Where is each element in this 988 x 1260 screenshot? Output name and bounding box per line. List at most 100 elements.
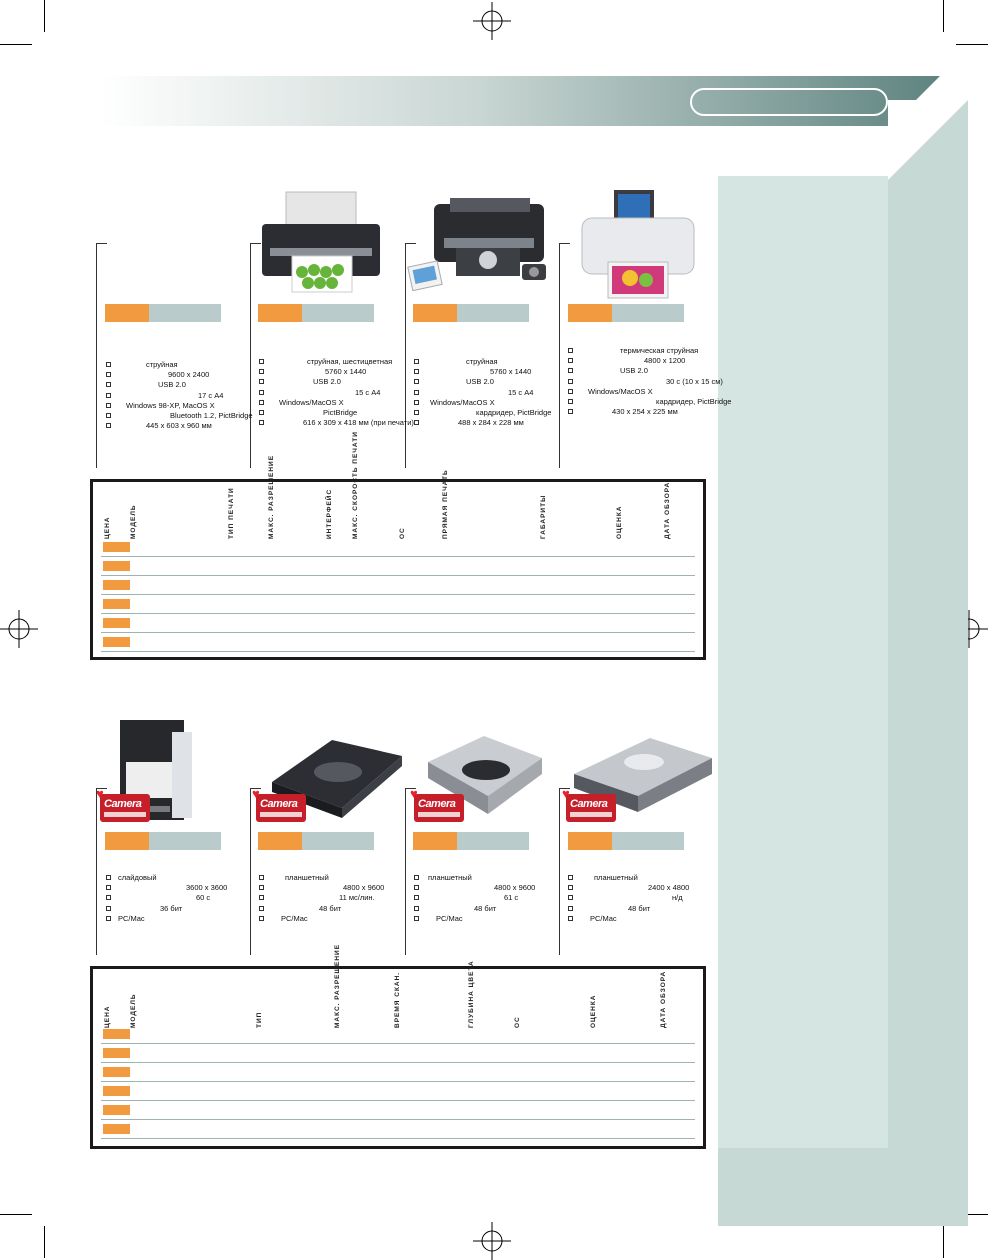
checkbox-bullet [568, 915, 573, 921]
heart-icon: ♥ [96, 786, 104, 801]
table-row [101, 1025, 695, 1044]
spec-row: USB 2.0 [106, 380, 246, 390]
spec-row: Windows 98-XP, MacOS X [106, 401, 246, 411]
spec-value: кардридер, PictBridge [476, 407, 552, 417]
checkbox-bullet [568, 885, 573, 891]
table-header-cell: ГЛУБИНА ЦВЕТА [468, 960, 475, 1028]
spec-value: 445 x 603 x 960 мм [146, 421, 212, 431]
spec-value: PC/Mac [118, 913, 145, 923]
checkbox-bullet [259, 399, 264, 405]
spec-value: Windows/MacOS X [279, 397, 344, 407]
checkbox-bullet [568, 895, 573, 901]
checkbox-bullet [106, 402, 111, 408]
checkbox-bullet [568, 348, 573, 353]
price-chip [103, 599, 130, 609]
price-chip [103, 1048, 130, 1058]
checkbox-bullet [106, 915, 111, 921]
spec-row: Windows/MacOS X [568, 387, 716, 397]
checkbox-bullet [568, 388, 573, 394]
spec-value: планшетный [285, 873, 329, 882]
spec-row: струйная [414, 357, 554, 367]
spec-row: струйная [106, 360, 246, 370]
sidebar-panel [718, 176, 888, 1148]
checkbox-bullet [414, 389, 419, 395]
price-bar [568, 832, 684, 850]
checkbox-bullet [414, 875, 419, 880]
spec-value: слайдовый [118, 873, 157, 882]
checkbox-bullet [106, 885, 111, 891]
registration-mark-top [473, 2, 511, 40]
checkbox-bullet [106, 423, 111, 429]
table-header-cell: МАКС. РАЗРЕШЕНИЕ [334, 943, 341, 1028]
checkbox-bullet [568, 358, 573, 364]
checkbox-bullet [259, 369, 264, 375]
table-header-cell: ПРЯМАЯ ПЕЧАТЬ [442, 469, 449, 539]
spec-row: 48 бит [568, 904, 716, 914]
spec-row: USB 2.0 [568, 366, 716, 376]
spec-value: PC/Mac [436, 913, 463, 923]
spec-row: 17 с A4 [106, 391, 246, 401]
checkbox-bullet [568, 368, 573, 374]
checkbox-bullet [106, 905, 111, 911]
table-header-cell: ГАБАРИТЫ [540, 494, 547, 539]
checkbox-bullet [414, 369, 419, 375]
checkbox-bullet [259, 905, 264, 911]
product-bracket [405, 788, 416, 955]
checkbox-bullet [414, 420, 419, 426]
price-bar [413, 832, 529, 850]
printer-photo-2 [262, 191, 380, 293]
spec-value: PictBridge [323, 407, 358, 417]
table-header-cell: ТИП ПЕЧАТИ [228, 487, 235, 539]
table-row [101, 633, 695, 652]
spec-row: PictBridge [259, 408, 407, 418]
spec-row: 445 x 603 x 960 мм [106, 421, 246, 431]
scanner-photo-2 [272, 740, 402, 818]
checkbox-bullet [414, 905, 419, 911]
spec-row: PC/Mac [106, 914, 246, 924]
spec-row: Bluetooth 1.2, PictBridge [106, 411, 253, 421]
spec-value: кардридер, PictBridge [656, 396, 732, 406]
spec-row: планшетный [259, 873, 407, 883]
spec-value: 48 бит [628, 903, 651, 913]
spec-value: 488 x 284 x 228 мм [458, 418, 524, 428]
checkbox-bullet [106, 412, 111, 418]
spec-row: 15 с A4 [259, 388, 407, 398]
spec-value: 2400 x 4800 [648, 883, 690, 893]
table-header-cell: ОЦЕНКА [616, 505, 623, 540]
checkbox-bullet [414, 409, 419, 415]
price-chip [103, 561, 130, 571]
spec-value: USB 2.0 [158, 380, 186, 390]
price-bar [105, 304, 221, 322]
table-header-cell: МАКС. РАЗРЕШЕНИЕ [268, 454, 275, 539]
spec-row: 4800 x 1200 [568, 356, 716, 366]
spec-value: 15 с A4 [508, 387, 534, 397]
table-row [101, 538, 695, 557]
spec-value: 5760 x 1440 [325, 367, 367, 377]
spec-row: 488 x 284 x 228 мм [414, 418, 554, 428]
spec-value: 15 с A4 [355, 387, 381, 397]
checkbox-bullet [259, 359, 264, 364]
spec-row: кардридер, PictBridge [414, 408, 554, 418]
spec-value: Windows/MacOS X [588, 386, 653, 396]
table-header-cell: ОЦЕНКА [590, 994, 597, 1029]
spec-value: Windows 98-XP, MacOS X [126, 400, 215, 410]
spec-row: 430 x 254 x 225 мм [568, 407, 716, 417]
spec-value: USB 2.0 [313, 377, 341, 387]
checkbox-bullet [414, 399, 419, 405]
spec-row: 5760 x 1440 [414, 367, 554, 377]
spec-value: 17 с A4 [198, 390, 224, 400]
spec-row: Windows/MacOS X [259, 398, 407, 408]
checkbox-bullet [106, 895, 111, 901]
registration-mark-left [0, 610, 38, 648]
heart-icon: ♥ [252, 786, 260, 801]
spec-value: Windows/MacOS X [430, 397, 495, 407]
table-row [101, 1044, 695, 1063]
registration-mark-bottom [473, 1222, 511, 1260]
checkbox-bullet [106, 362, 111, 367]
